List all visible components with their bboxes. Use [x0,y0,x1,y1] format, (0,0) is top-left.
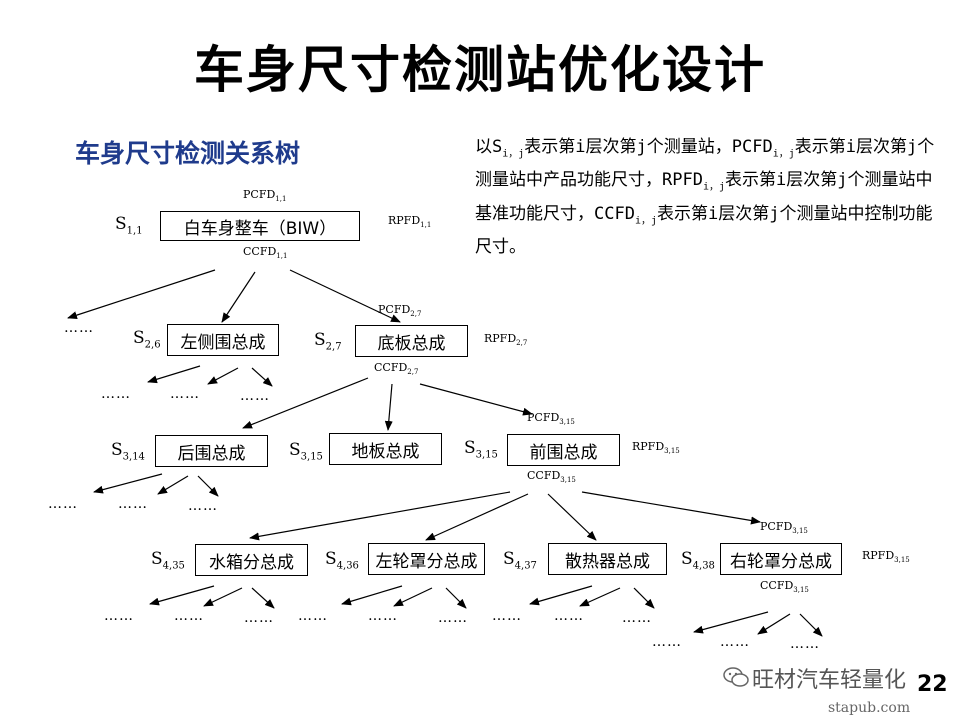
ellipsis: …… [652,634,682,650]
page-title: 车身尺寸检测站优化设计 [194,41,766,99]
edge-s314-c3 [197,475,219,497]
edge-s11-left [67,269,216,320]
tree-subtitle: 车身尺寸检测关系树 [75,139,301,168]
ellipsis: …… [244,610,274,626]
edge-s315b-s436 [425,493,529,541]
ellipsis: …… [790,636,820,652]
edge-s438-c1 [693,611,769,634]
pcfd-label-s11: PCFD1,1 [243,188,287,204]
station-box-s315b[interactable]: 前围总成 [507,434,620,466]
ellipsis: …… [298,608,328,624]
edge-s11-s27 [289,269,401,323]
page-number: 22 [917,672,948,697]
ellipsis: …… [720,634,750,650]
ccfd-label-s438: CCFD3,15 [760,579,809,595]
station-label-s314: S3,14 [111,440,145,463]
station-box-s438[interactable]: 右轮罩分总成 [720,543,842,575]
ellipsis: …… [101,386,131,402]
edge-s27-s314 [242,377,369,429]
site-url: stapub.com [828,700,911,716]
station-box-s315a[interactable]: 地板总成 [329,433,442,465]
ellipsis: …… [48,496,78,512]
station-label-s11: S1,1 [115,214,143,237]
ellipsis: …… [170,386,200,402]
ccfd-label-s11: CCFD1,1 [243,245,288,261]
station-box-s435[interactable]: 水箱分总成 [195,544,308,576]
edge-s314-c1 [93,473,163,494]
pcfd-label-s315b: PCFD3,15 [527,411,575,427]
rpfd-label-s11: RPFD1,1 [388,214,432,230]
station-label-s435: S4,35 [151,549,185,572]
ellipsis: …… [492,608,522,624]
edge-s435-c3 [251,587,275,609]
edge-s437-c2 [579,587,621,607]
station-label-s436: S4,36 [325,549,359,572]
station-box-s437[interactable]: 散热器总成 [548,543,667,575]
edge-s27-s315a [384,383,393,431]
rpfd-label-s27: RPFD2,7 [484,332,528,348]
ellipsis: …… [118,496,148,512]
edge-s437-c3 [633,587,655,609]
edge-s315b-s435 [249,491,511,541]
ccfd-label-s315b: CCFD3,15 [527,469,576,485]
edge-s26-c3 [251,367,273,387]
pcfd-label-s27: PCFD2,7 [378,303,422,319]
edge-s438-c3 [799,613,823,637]
station-box-s27[interactable]: 底板总成 [355,325,468,357]
station-label-s437: S4,37 [503,549,537,572]
ccfd-label-s27: CCFD2,7 [374,361,419,377]
edge-s435-c1 [149,585,215,606]
edge-s26-c2 [207,367,239,385]
edge-s437-c1 [529,585,593,606]
pcfd-label-s438: PCFD3,15 [760,520,808,536]
edge-s315b-s437 [547,493,597,541]
edge-s11-s26 [221,271,256,323]
definition-text: 以Si，j表示第i层次第j个测量站，PCFDi，j表示第i层次第j个测量站中产品… [475,137,935,258]
watermark-text: 旺材汽车轻量化 [752,668,907,693]
edge-s436-c2 [393,587,433,607]
station-box-s314[interactable]: 后围总成 [155,435,268,467]
station-box-s436[interactable]: 左轮罩分总成 [368,543,485,575]
station-box-s26[interactable]: 左侧围总成 [167,324,279,356]
ellipsis: …… [188,498,218,514]
edge-s435-c2 [203,587,243,607]
rpfd-label-s315b: RPFD3,15 [632,440,680,456]
ellipsis: …… [622,610,652,626]
edge-s436-c3 [445,587,467,609]
ellipsis: …… [554,608,584,624]
edge-s314-c2 [157,475,189,495]
edge-s27-s315b [419,383,533,416]
ellipsis: …… [240,388,270,404]
edge-s315b-s438 [581,491,761,525]
station-label-s27: S2,7 [314,330,342,353]
ellipsis: …… [104,608,134,624]
edge-s26-c1 [147,365,201,384]
wechat-icon [723,667,749,687]
station-label-s26: S2,6 [133,328,161,351]
ellipsis: …… [368,608,398,624]
station-box-s11[interactable]: 白车身整车（BIW） [160,211,360,241]
rpfd-label-s438: RPFD3,15 [862,549,910,565]
ellipsis: …… [64,320,94,336]
station-label-s315b: S3,15 [464,438,498,461]
ellipsis: …… [438,610,468,626]
station-label-s438: S4,38 [681,549,715,572]
edge-s436-c1 [341,585,403,606]
ellipsis: …… [174,608,204,624]
edge-s438-c2 [757,613,791,635]
station-label-s315a: S3,15 [289,440,323,463]
